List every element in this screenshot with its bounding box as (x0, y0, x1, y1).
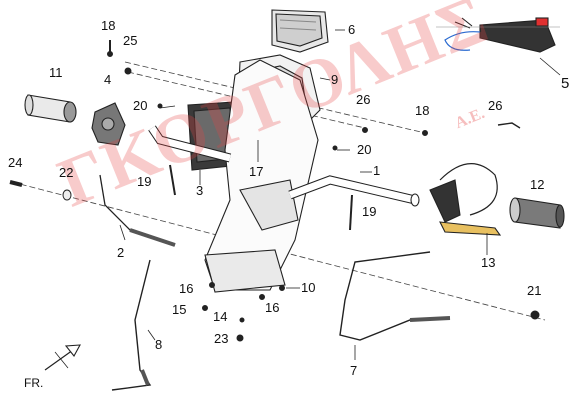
callout-25b: 26 (356, 92, 371, 107)
right-lever-part-13 (429, 163, 502, 236)
front-direction-label: FR. (24, 376, 44, 390)
callout-7: 7 (350, 363, 358, 378)
callout-10: 10 (301, 280, 316, 295)
callout-19: 18 (101, 18, 116, 33)
callout-16b: 16 (265, 300, 280, 315)
callout-9: 9 (331, 72, 339, 87)
callout-22: 22 (59, 165, 74, 180)
callout-26: 26 (488, 98, 503, 113)
callout-18: 19 (137, 174, 152, 189)
leader-lines (119, 29, 561, 360)
callout-23: 23 (214, 331, 229, 346)
callout-21: 21 (527, 283, 542, 298)
long-cable-part-7 (339, 251, 451, 341)
front-direction-arrow (44, 344, 81, 371)
callout-12: 12 (530, 177, 545, 192)
callout-20: 20 (133, 98, 148, 113)
bolt-18a (169, 164, 176, 196)
bracket-part-26 (497, 122, 521, 129)
callout-15: 15 (172, 302, 187, 317)
callout-3: 3 (196, 183, 204, 198)
callout-25: 25 (123, 33, 138, 48)
brake-cable-part-8 (111, 259, 152, 391)
left-switch-part-4 (91, 102, 126, 146)
top-cover-part-6 (271, 9, 329, 53)
bolt-18b (349, 194, 353, 231)
callout-11: 11 (49, 65, 63, 80)
callout-5: 5 (561, 75, 570, 92)
callout-4: 4 (104, 72, 112, 87)
bolts (9, 40, 540, 342)
callout-17: 17 (249, 164, 264, 179)
callout-24: 24 (8, 155, 23, 170)
callout-18b: 19 (362, 204, 377, 219)
callout-14: 14 (213, 309, 228, 324)
handlebar-body (204, 59, 319, 293)
bolt-24 (9, 180, 23, 187)
handlebar-tube-part-1 (148, 125, 420, 207)
callout-8: 8 (155, 337, 163, 352)
callout-6: 6 (348, 22, 356, 37)
callout-19b: 18 (415, 103, 430, 118)
callout-1: 1 (373, 163, 381, 178)
throttle-cable-part-2 (99, 174, 176, 247)
right-grip-part-12 (509, 197, 565, 229)
right-switch-part-5 (436, 17, 560, 53)
callout-2: 2 (117, 245, 125, 260)
callout-16: 16 (179, 281, 194, 296)
left-grip-part-11 (24, 94, 77, 123)
callout-13: 13 (481, 255, 496, 270)
callout-20b: 20 (357, 142, 372, 157)
